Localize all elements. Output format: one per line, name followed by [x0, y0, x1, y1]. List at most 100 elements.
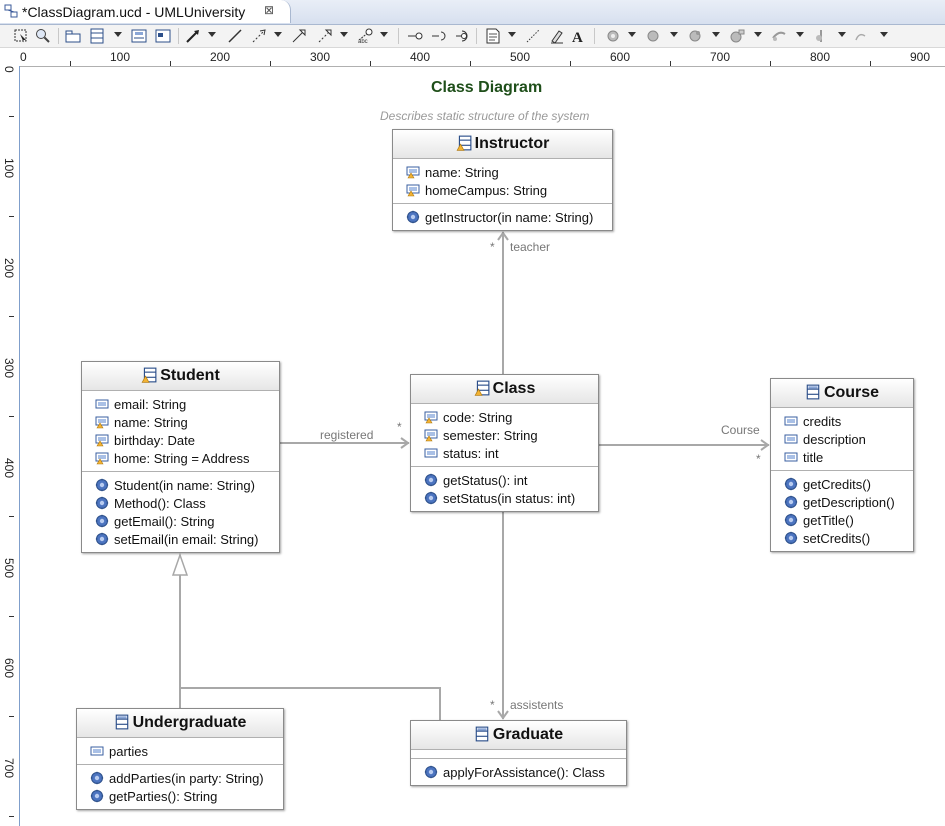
- interface-icon[interactable]: [130, 27, 148, 45]
- toolbar-separator: [58, 28, 59, 44]
- add-reception-icon[interactable]: [812, 27, 830, 45]
- constraint-icon[interactable]: [548, 27, 566, 45]
- add-operation-icon[interactable]: [644, 27, 662, 45]
- operation-item[interactable]: setStatus(in status: int): [411, 489, 598, 507]
- attribute-item[interactable]: home: String = Address: [82, 449, 279, 467]
- class-instructor-header: Instructor: [393, 130, 612, 159]
- add-template-icon[interactable]: [728, 27, 746, 45]
- operation-signature: getTitle(): [803, 512, 854, 528]
- add-connector-icon[interactable]: [852, 27, 870, 45]
- ruler-label: 200: [2, 258, 16, 279]
- attribute-item[interactable]: birthday: Date: [82, 431, 279, 449]
- operation-icon: [424, 473, 438, 487]
- attribute-item[interactable]: code: String: [411, 408, 598, 426]
- dependency-dropdown-icon[interactable]: [274, 32, 282, 37]
- operation-item[interactable]: getStatus(): int: [411, 471, 598, 489]
- add-signal-icon[interactable]: [770, 27, 788, 45]
- add-template-dropdown-icon[interactable]: [754, 32, 762, 37]
- attribute-item[interactable]: title: [771, 448, 913, 466]
- attribute-item[interactable]: semester: String: [411, 426, 598, 444]
- note-icon[interactable]: [484, 27, 502, 45]
- line-icon[interactable]: [226, 27, 244, 45]
- add-literal-icon[interactable]: [686, 27, 704, 45]
- package-icon[interactable]: [64, 27, 82, 45]
- generalization-icon[interactable]: [290, 27, 308, 45]
- note-link-icon[interactable]: [524, 27, 542, 45]
- attribute-item[interactable]: homeCampus: String: [393, 181, 612, 199]
- attribute-item[interactable]: email: String: [82, 395, 279, 413]
- realization-dropdown-icon[interactable]: [340, 32, 348, 37]
- class-undergraduate[interactable]: Undergraduate parties addParties(in part…: [76, 708, 284, 810]
- operation-item[interactable]: getParties(): String: [77, 787, 283, 805]
- class-graduate[interactable]: Graduate applyForAssistance(): Class: [410, 720, 627, 786]
- operation-icon: [424, 765, 438, 779]
- course-role-label: Course: [721, 423, 760, 437]
- attribute-item[interactable]: name: String: [393, 163, 612, 181]
- dependency-icon[interactable]: [250, 27, 268, 45]
- operation-item[interactable]: Method(): Class: [82, 494, 279, 512]
- class-dropdown-icon[interactable]: [114, 32, 122, 37]
- attributes-compartment: parties: [77, 738, 283, 764]
- editor-tab[interactable]: *ClassDiagram.ucd - UMLUniversity ⊠: [0, 0, 291, 23]
- connectors-layer: [171, 231, 770, 720]
- abstract-class-icon: [141, 367, 157, 386]
- enumeration-icon[interactable]: [154, 27, 172, 45]
- operation-signature: addParties(in party: String): [109, 770, 264, 786]
- add-attribute-icon[interactable]: [604, 27, 622, 45]
- add-connector-dropdown-icon[interactable]: [880, 32, 888, 37]
- realization-icon[interactable]: [316, 27, 334, 45]
- operation-item[interactable]: getTitle(): [771, 511, 913, 529]
- registered-arrowhead[interactable]: [400, 437, 410, 449]
- attribute-item[interactable]: parties: [77, 742, 283, 760]
- containment-dropdown-icon[interactable]: [380, 32, 388, 37]
- select-icon[interactable]: [12, 27, 30, 45]
- provided-interface-icon[interactable]: [406, 27, 424, 45]
- zoom-icon[interactable]: [34, 27, 52, 45]
- attribute-icon: [784, 416, 798, 426]
- operation-item[interactable]: addParties(in party: String): [77, 769, 283, 787]
- attribute-signature: credits: [803, 413, 842, 429]
- operation-item[interactable]: getEmail(): String: [82, 512, 279, 530]
- operation-item[interactable]: setEmail(in email: String): [82, 530, 279, 548]
- attribute-item[interactable]: description: [771, 430, 913, 448]
- teacher-arrowhead[interactable]: [497, 231, 509, 241]
- operation-item[interactable]: setCredits(): [771, 529, 913, 547]
- class-icon[interactable]: [88, 27, 106, 45]
- assistents-arrowhead[interactable]: [497, 710, 509, 720]
- ruler-tick: [9, 216, 14, 217]
- operation-signature: setStatus(in status: int): [443, 490, 576, 506]
- add-attribute-dropdown-icon[interactable]: [628, 32, 636, 37]
- ruler-label: 100: [110, 50, 131, 64]
- add-operation-dropdown-icon[interactable]: [670, 32, 678, 37]
- close-icon[interactable]: ⊠: [263, 3, 275, 17]
- operation-item[interactable]: applyForAssistance(): Class: [411, 763, 626, 781]
- add-literal-dropdown-icon[interactable]: [712, 32, 720, 37]
- diagram-canvas[interactable]: Class Diagram Describes static structure…: [20, 67, 945, 826]
- generalization-arrowhead[interactable]: [171, 552, 189, 576]
- attribute-item[interactable]: name: String: [82, 413, 279, 431]
- generalization-line-graduate[interactable]: [180, 687, 441, 720]
- ruler-tick: [9, 516, 14, 517]
- course-arrowhead[interactable]: [760, 439, 770, 451]
- containment-icon[interactable]: abc: [356, 27, 374, 45]
- operation-item[interactable]: Student(in name: String): [82, 476, 279, 494]
- note-dropdown-icon[interactable]: [508, 32, 516, 37]
- add-signal-dropdown-icon[interactable]: [796, 32, 804, 37]
- attribute-item[interactable]: credits: [771, 412, 913, 430]
- association-icon[interactable]: [184, 27, 202, 45]
- add-reception-dropdown-icon[interactable]: [838, 32, 846, 37]
- association-dropdown-icon[interactable]: [208, 32, 216, 37]
- operation-item[interactable]: getInstructor(in name: String): [393, 208, 612, 226]
- attribute-item[interactable]: status: int: [411, 444, 598, 462]
- class-graduate-header: Graduate: [411, 721, 626, 750]
- required-interface-icon[interactable]: [430, 27, 448, 45]
- editor-tab-bar: *ClassDiagram.ucd - UMLUniversity ⊠: [0, 0, 945, 25]
- operation-item[interactable]: getDescription(): [771, 493, 913, 511]
- operation-item[interactable]: getCredits(): [771, 475, 913, 493]
- text-icon[interactable]: A: [570, 27, 588, 45]
- port-icon[interactable]: [454, 27, 472, 45]
